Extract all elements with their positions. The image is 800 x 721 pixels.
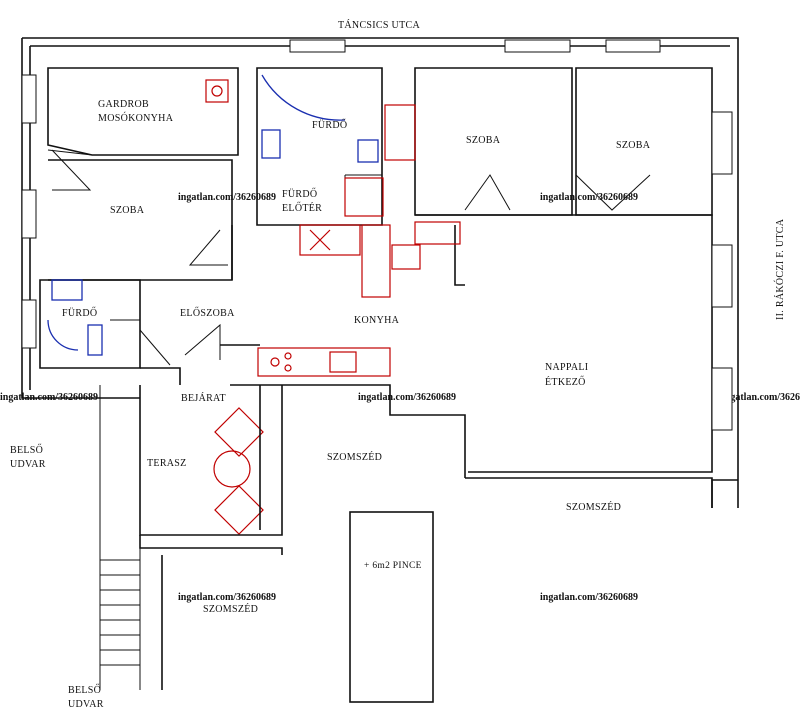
- fridge: [361, 224, 391, 298]
- label-mosokonyha: MOSÓKONYHA: [98, 112, 174, 124]
- bath-fixtures: [47, 74, 379, 356]
- window-left-1: [21, 74, 37, 124]
- toilet-top: [357, 139, 379, 163]
- terrace-table-1: [214, 407, 264, 457]
- bath-cabinet: [384, 104, 416, 161]
- label-udvar-bottom: UDVAR: [68, 699, 104, 710]
- pince-box: [349, 511, 434, 703]
- label-terasz: TERASZ: [147, 458, 187, 469]
- label-bejarat: BEJÁRAT: [181, 392, 226, 404]
- label-szoba-right: SZOBA: [616, 140, 651, 151]
- kitchen-counter: [257, 347, 391, 377]
- label-furdo-eloter-1: FÜRDŐ: [282, 188, 317, 200]
- hob-2: [284, 352, 292, 360]
- label-furdo-small: FÜRDŐ: [62, 307, 97, 319]
- watermark-2: ingatlan.com/36260689: [540, 192, 638, 203]
- window-top-3: [605, 39, 661, 53]
- sink: [329, 351, 357, 373]
- door-swing-small: [47, 319, 79, 351]
- label-szomszed-bottom: SZOMSZÉD: [203, 603, 258, 615]
- window-top-2: [504, 39, 571, 53]
- label-belso-bottom: BELSŐ: [68, 684, 101, 696]
- washing-machine: [205, 79, 229, 103]
- label-etkezo: ÉTKEZŐ: [545, 376, 586, 388]
- label-nappali: NAPPALI: [545, 362, 588, 373]
- label-pince: + 6m2 PINCE: [364, 561, 422, 571]
- window-right-3: [711, 367, 733, 431]
- hall-cabinet: [344, 177, 384, 217]
- label-udvar-top: UDVAR: [10, 459, 46, 470]
- interior-walls: [39, 67, 713, 385]
- terrace-table-round: [213, 450, 251, 488]
- toilet-small: [87, 324, 103, 356]
- label-furdo-top: FÜRDŐ: [312, 119, 347, 131]
- label-szoba-left: SZOBA: [110, 205, 145, 216]
- label-furdo-eloter-2: ELŐTÉR: [282, 202, 322, 214]
- washing-machine-drum: [211, 85, 223, 97]
- label-belso-top: BELSŐ: [10, 444, 43, 456]
- watermark-7: ingatlan.com/36260689: [540, 592, 638, 603]
- watermark-1: ingatlan.com/36260689: [178, 192, 276, 203]
- kitchen-fixtures: [205, 79, 461, 535]
- door-swing: [261, 74, 346, 121]
- watermark-6: ingatlan.com/36260689: [178, 592, 276, 603]
- window-left-3: [21, 299, 37, 349]
- street-right: II. RÁKÓCZI F. UTCA: [774, 218, 786, 320]
- label-eloszoba: ELŐSZOBA: [180, 307, 235, 319]
- windows: [21, 39, 733, 431]
- label-gardrob: GARDROB: [98, 99, 149, 110]
- kitchen-unit-2: [391, 244, 421, 270]
- kitchen-unit-3: [414, 221, 461, 245]
- watermark-4: ingatlan.com/36260689: [358, 392, 456, 403]
- window-right-1: [711, 111, 733, 175]
- hob-3: [284, 364, 292, 372]
- label-szoba-mid: SZOBA: [466, 135, 501, 146]
- window-left-2: [21, 189, 37, 239]
- label-szomszed-mid: SZOMSZÉD: [327, 451, 382, 463]
- window-top-1: [289, 39, 346, 53]
- label-konyha: KONYHA: [354, 315, 400, 326]
- kitchen-unit-1: [299, 224, 361, 256]
- window-right-2: [711, 244, 733, 308]
- terrace-area: [99, 385, 283, 690]
- street-top: TÁNCSICS UTCA: [338, 19, 420, 31]
- terrace-table-2: [214, 485, 264, 535]
- hob-1: [270, 357, 280, 367]
- watermark-5: ingatlan.com/36260689: [722, 392, 800, 403]
- bathtub-top: [261, 129, 281, 159]
- label-szomszed-right: SZOMSZÉD: [566, 501, 621, 513]
- sink-small: [51, 279, 83, 301]
